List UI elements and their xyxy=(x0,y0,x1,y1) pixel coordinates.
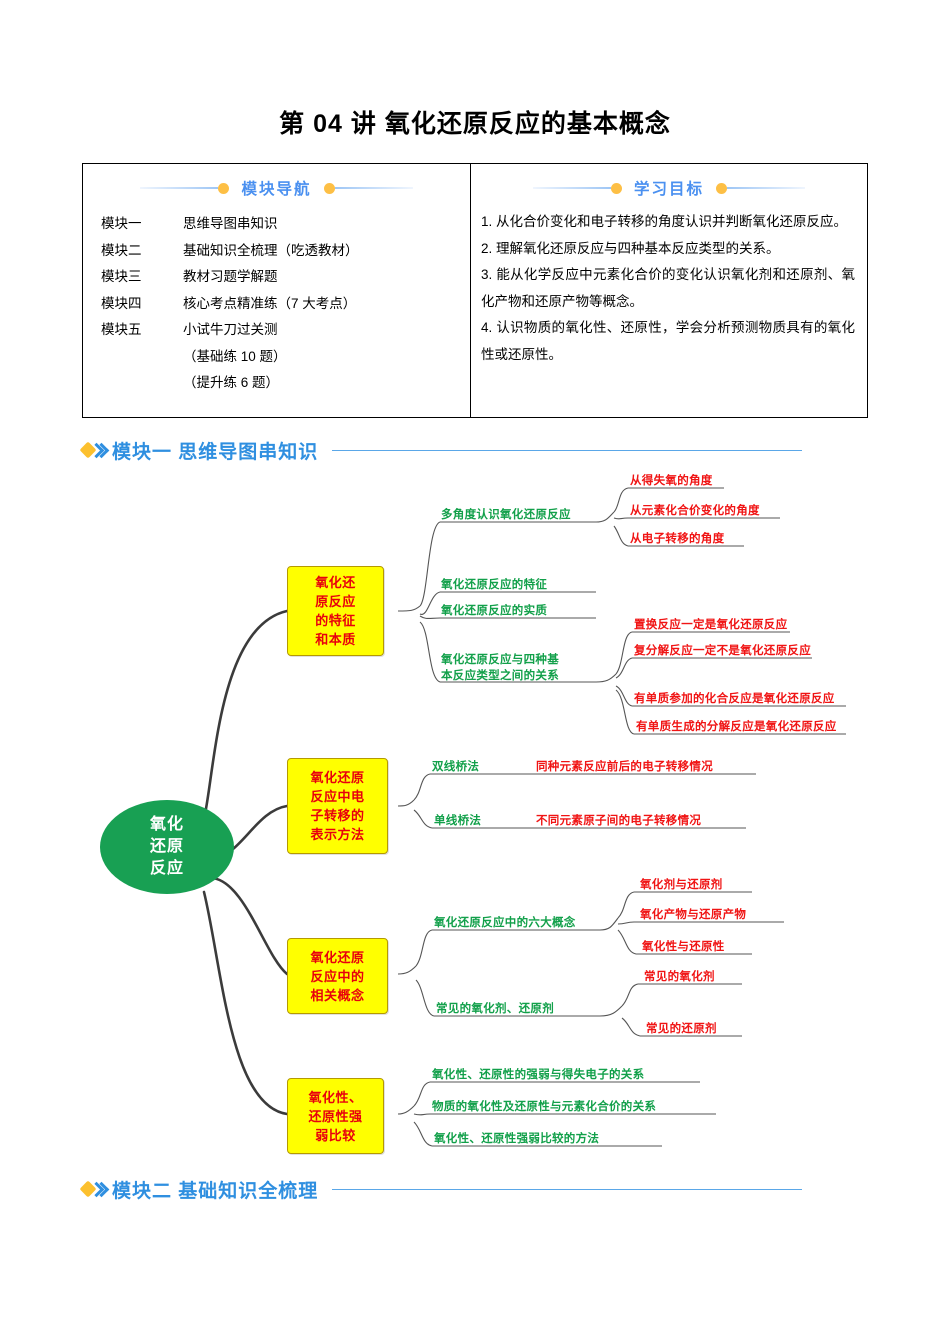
module-key: 模块五 xyxy=(101,322,142,337)
learning-goals-list: 1. 从化合价变化和电子转移的角度认识并判断氧化还原反应。 2. 理解氧化还原反… xyxy=(471,205,867,368)
list-item: 3. 能从化学反应中元素化合价的变化认识氧化剂和还原剂、氧化产物和还原产物等概念… xyxy=(481,267,855,309)
mindmap-leaf-3-1-3[interactable]: 氧化性与还原性 xyxy=(642,941,725,953)
mindmap-leaf-1-4-1[interactable]: 置换反应一定是氧化还原反应 xyxy=(634,619,788,631)
mindmap-branch-box-2[interactable]: 氧化还原 反应中电 子转移的 表示方法 xyxy=(287,758,388,854)
list-item: 模块二 基础知识全梳理（吃透教材） xyxy=(101,238,470,265)
page-title: 第 04 讲 氧化还原反应的基本概念 xyxy=(279,110,671,138)
mindmap-sublabel-4-1[interactable]: 氧化性、还原性的强弱与得失电子的关系 xyxy=(432,1069,645,1081)
mindmap-leaf-3-2-2[interactable]: 常见的还原剂 xyxy=(646,1023,717,1035)
mindmap-branch-box-4-label: 氧化性、 还原性强 弱比较 xyxy=(308,1089,363,1143)
mindmap-leaf-1-1-2[interactable]: 从元素化合价变化的角度 xyxy=(630,505,760,517)
mindmap-branch-box-1-label: 氧化还 原反应 的特征 和本质 xyxy=(315,575,356,647)
section-title-text: 模块一 思维导图串知识 xyxy=(112,442,319,463)
header-dot-left-icon xyxy=(610,182,622,194)
module-key: 模块二 xyxy=(101,242,142,258)
module-nav-panel: 模块导航 模块一 思维导图串知识 模块二 基础知识全梳理（吃透教材） 模块三 教… xyxy=(83,164,471,417)
diamond-chevron-icon xyxy=(79,1180,110,1200)
list-item: 模块三 教材习题学解题 xyxy=(101,264,470,291)
module-value: 小试牛刀过关测 xyxy=(183,322,278,337)
mindmap-connectors xyxy=(202,487,846,1147)
module-value: 核心考点精准练（7 大考点） xyxy=(183,295,357,311)
module-key xyxy=(101,344,183,371)
mindmap-leaf-3-1-1[interactable]: 氧化剂与还原剂 xyxy=(640,879,723,891)
header-dot-right-icon xyxy=(716,182,727,194)
mindmap-sublabel-4-2[interactable]: 物质的氧化性及还原性与元素化合价的关系 xyxy=(432,1101,657,1113)
module-nav-header: 模块导航 xyxy=(83,171,470,205)
list-item: （提升练 6 题） xyxy=(101,370,470,397)
section-rule xyxy=(332,1188,802,1191)
header-rule-left xyxy=(532,187,611,189)
mindmap-branch-box-3[interactable]: 氧化还原 反应中的 相关概念 xyxy=(287,938,388,1014)
section-rule xyxy=(332,449,802,452)
module-value: （基础练 10 题） xyxy=(183,348,287,364)
header-rule-right xyxy=(334,187,413,189)
header-rule-right xyxy=(727,187,805,189)
mindmap-sublabel-2-2[interactable]: 单线桥法 xyxy=(434,815,482,827)
module-key: 模块四 xyxy=(101,295,142,311)
header-dot-right-icon xyxy=(323,182,335,194)
mindmap-diagram: 氧化 还原 反应 氧化还 原反应 的特征 和本质 氧化还原 反应中电 子转移的 … xyxy=(0,466,950,1166)
mindmap-root-node[interactable]: 氧化 还原 反应 xyxy=(100,800,234,894)
list-item: 1. 从化合价变化和电子转移的角度认识并判断氧化还原反应。 xyxy=(481,214,848,229)
list-item: （基础练 10 题） xyxy=(101,344,470,371)
mindmap-sublabel-2-1[interactable]: 双线桥法 xyxy=(432,761,480,773)
mindmap-leaf-3-1-2[interactable]: 氧化产物与还原产物 xyxy=(640,909,747,921)
mindmap-leaf-2-2-1[interactable]: 不同元素原子间的电子转移情况 xyxy=(536,815,702,827)
diamond-chevron-icon xyxy=(79,441,110,461)
mindmap-leaf-3-2-1[interactable]: 常见的氧化剂 xyxy=(644,971,715,983)
list-item: 模块五 小试牛刀过关测 xyxy=(101,317,470,344)
mindmap-sublabel-3-2[interactable]: 常见的氧化剂、还原剂 xyxy=(436,1003,554,1015)
module-key: 模块一 xyxy=(101,216,142,231)
learning-goals-header: 学习目标 xyxy=(471,171,867,205)
section-heading-module-2: 模块二 基础知识全梳理 xyxy=(79,1176,868,1203)
learning-goals-title: 学习目标 xyxy=(621,177,716,199)
mindmap-root-label: 氧化 还原 反应 xyxy=(149,816,184,877)
mindmap-sublabel-1-1[interactable]: 多角度认识氧化还原反应 xyxy=(441,509,571,521)
learning-goals-panel: 学习目标 1. 从化合价变化和电子转移的角度认识并判断氧化还原反应。 2. 理解… xyxy=(471,164,867,417)
list-item: 4. 认识物质的氧化性、还原性，学会分析预测物质具有的氧化性或还原性。 xyxy=(481,320,855,362)
mindmap-leaf-1-1-3[interactable]: 从电子转移的角度 xyxy=(630,533,725,545)
header-rule-left xyxy=(140,187,219,189)
module-key: 模块三 xyxy=(101,269,142,284)
module-key xyxy=(101,370,183,397)
mindmap-leaf-1-4-2[interactable]: 复分解反应一定不是氧化还原反应 xyxy=(634,645,811,657)
info-table: 模块导航 模块一 思维导图串知识 模块二 基础知识全梳理（吃透教材） 模块三 教… xyxy=(82,163,868,418)
mindmap-branch-box-4[interactable]: 氧化性、 还原性强 弱比较 xyxy=(287,1078,384,1154)
list-item: 模块四 核心考点精准练（7 大考点） xyxy=(101,291,470,318)
mindmap-branch-box-2-label: 氧化还原 反应中电 子转移的 表示方法 xyxy=(310,770,365,842)
header-dot-left-icon xyxy=(218,182,230,194)
mindmap-leaf-1-4-3[interactable]: 有单质参加的化合反应是氧化还原反应 xyxy=(634,693,835,705)
section-heading-module-1: 模块一 思维导图串知识 xyxy=(79,437,868,464)
mindmap-sublabel-1-2[interactable]: 氧化还原反应的特征 xyxy=(441,579,548,591)
module-value: 教材习题学解题 xyxy=(183,269,278,284)
module-nav-list: 模块一 思维导图串知识 模块二 基础知识全梳理（吃透教材） 模块三 教材习题学解… xyxy=(83,205,470,397)
mindmap-branch-box-1[interactable]: 氧化还 原反应 的特征 和本质 xyxy=(287,566,384,656)
module-value: （提升练 6 题） xyxy=(183,375,280,390)
mindmap-leaf-2-1-1[interactable]: 同种元素反应前后的电子转移情况 xyxy=(536,761,713,773)
module-value: 思维导图串知识 xyxy=(183,216,278,231)
module-value: 基础知识全梳理（吃透教材） xyxy=(183,242,359,258)
section-title-text: 模块二 基础知识全梳理 xyxy=(112,1181,319,1202)
mindmap-sublabel-1-3[interactable]: 氧化还原反应的实质 xyxy=(441,605,548,617)
mindmap-sublabel-1-4[interactable]: 氧化还原反应与四种基 本反应类型之间的关系 xyxy=(441,654,559,682)
mindmap-leaf-1-1-1[interactable]: 从得失氧的角度 xyxy=(630,475,713,487)
module-nav-title: 模块导航 xyxy=(229,177,324,199)
mindmap-sublabel-3-1[interactable]: 氧化还原反应中的六大概念 xyxy=(434,917,576,929)
list-item: 模块一 思维导图串知识 xyxy=(101,211,470,238)
mindmap-branch-box-3-label: 氧化还原 反应中的 相关概念 xyxy=(310,949,365,1003)
mindmap-sublabel-4-3[interactable]: 氧化性、还原性强弱比较的方法 xyxy=(434,1133,600,1145)
mindmap-leaf-1-4-4[interactable]: 有单质生成的分解反应是氧化还原反应 xyxy=(636,721,837,733)
list-item: 2. 理解氧化还原反应与四种基本反应类型的关系。 xyxy=(481,240,780,256)
